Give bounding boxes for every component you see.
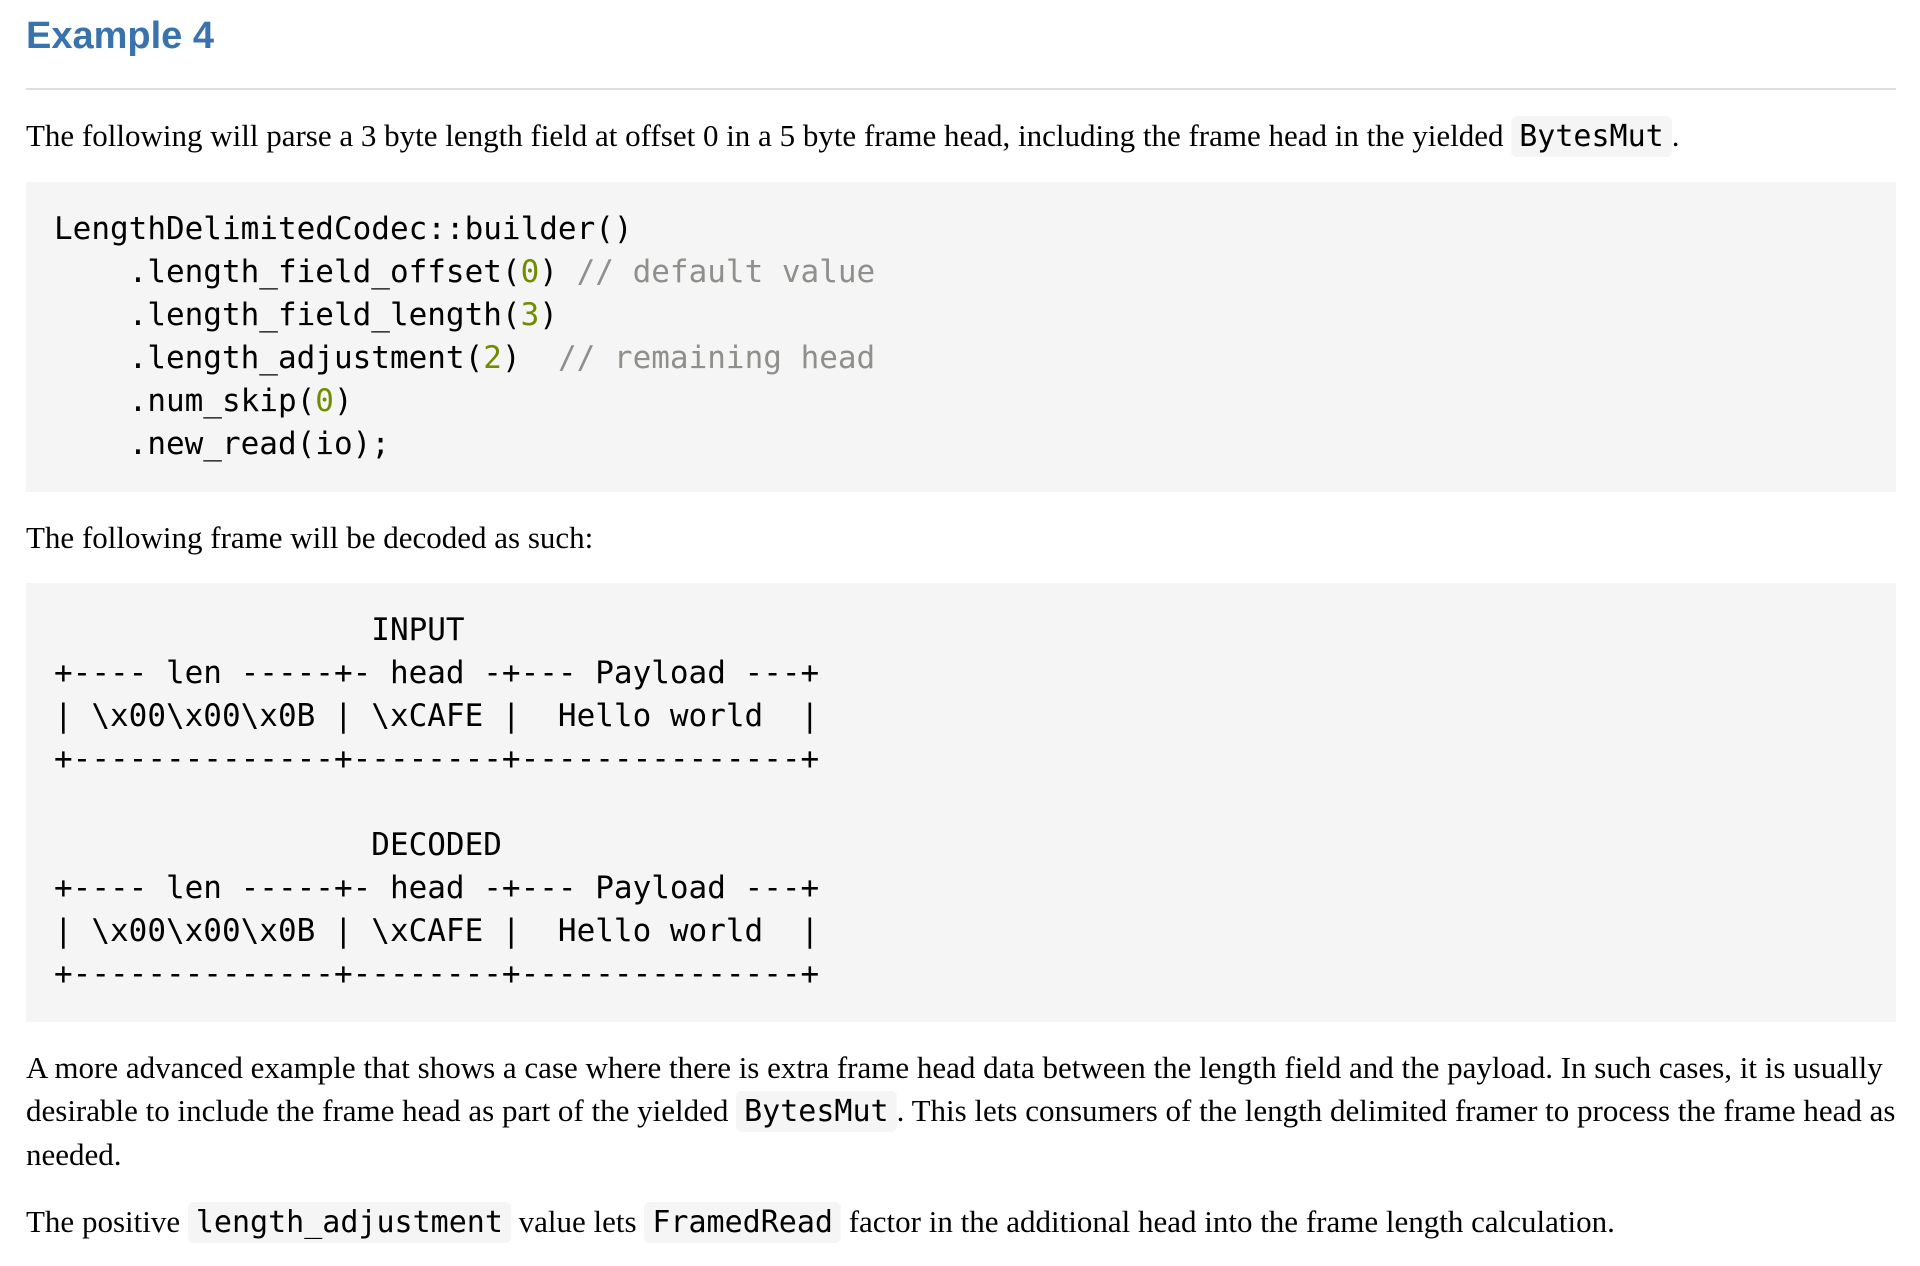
advanced-text-2: . This lets consumers of the length deli… xyxy=(26,1093,1896,1172)
adjustment-paragraph: The positive length_adjustment value let… xyxy=(26,1200,1896,1244)
section-heading: Example 4 xyxy=(26,14,1896,90)
adjustment-text-2: value lets xyxy=(510,1204,645,1239)
code-block-builder: LengthDelimitedCodec::builder() .length_… xyxy=(26,182,1896,492)
decode-intro-paragraph: The following frame will be decoded as s… xyxy=(26,520,594,555)
inline-code-bytesmut-2: BytesMut xyxy=(736,1091,897,1132)
doc-content: Example 4 The following will parse a 3 b… xyxy=(0,14,1920,1244)
intro-text-1: The following will parse a 3 byte length… xyxy=(26,118,1512,153)
adjustment-text-3: factor in the additional head into the f… xyxy=(840,1204,1615,1239)
inline-code-framedread: FramedRead xyxy=(644,1202,841,1243)
section-heading-link[interactable]: Example 4 xyxy=(26,15,214,57)
advanced-paragraph: A more advanced example that shows a cas… xyxy=(26,1046,1896,1176)
inline-code-length-adjustment: length_adjustment xyxy=(187,1202,511,1243)
inline-code-bytesmut: BytesMut xyxy=(1511,116,1672,157)
intro-text-2: . xyxy=(1671,118,1680,153)
intro-paragraph: The following will parse a 3 byte length… xyxy=(26,114,1896,158)
code-block-frame-diagram: INPUT +---- len -----+- head -+--- Paylo… xyxy=(26,583,1896,1022)
adjustment-text-1: The positive xyxy=(26,1204,188,1239)
advanced-text-1: A more advanced example that shows a cas… xyxy=(26,1050,1883,1128)
